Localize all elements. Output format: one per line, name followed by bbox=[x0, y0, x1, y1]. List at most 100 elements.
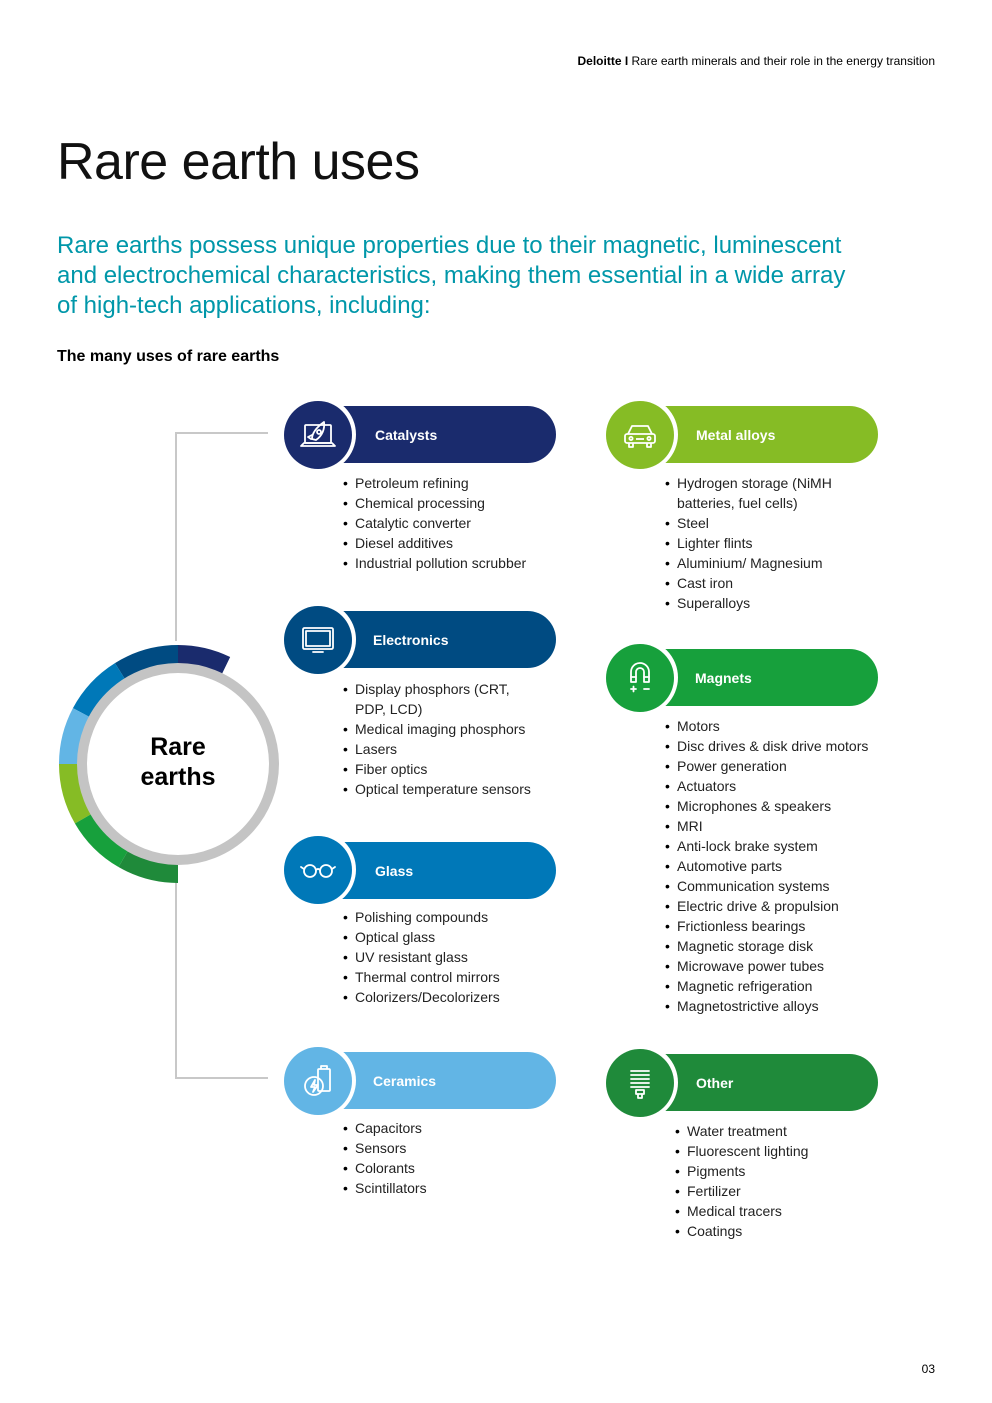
list-item: Colorants bbox=[343, 1158, 563, 1178]
list-item: Coatings bbox=[675, 1221, 895, 1241]
list-item: Catalytic converter bbox=[343, 513, 563, 533]
list-item: Microphones & speakers bbox=[665, 796, 895, 816]
page-title: Rare earth uses bbox=[57, 133, 420, 191]
list-item: MRI bbox=[665, 816, 895, 836]
category-badge-electronics bbox=[279, 601, 356, 678]
category-pill-catalysts: Catalysts bbox=[320, 406, 556, 463]
rare-earths-ring bbox=[59, 645, 279, 883]
list-item: Pigments bbox=[675, 1161, 895, 1181]
category-badge-catalysts bbox=[279, 396, 356, 473]
items-list-other: Water treatmentFluorescent lightingPigme… bbox=[675, 1121, 895, 1241]
lightbulb-icon bbox=[629, 1069, 650, 1099]
list-item: Thermal control mirrors bbox=[343, 967, 563, 987]
list-item: Steel bbox=[665, 513, 885, 533]
ring-segment-glass bbox=[72, 663, 127, 719]
list-item: Medical tracers bbox=[675, 1201, 895, 1221]
center-label: Rare earths bbox=[98, 732, 258, 792]
connector-vertical-top bbox=[175, 432, 177, 641]
list-item: Communication systems bbox=[665, 876, 895, 896]
center-label-line2: earths bbox=[140, 763, 216, 791]
ring-segment-catalysts bbox=[177, 645, 231, 677]
list-item: Cast iron bbox=[665, 573, 885, 593]
list-item: Power generation bbox=[665, 756, 895, 776]
list-item: Sensors bbox=[343, 1138, 563, 1158]
category-label-magnets: Magnets bbox=[695, 669, 752, 686]
category-pill-metal-alloys: Metal alloys bbox=[642, 406, 878, 463]
header-doc-title: Rare earth minerals and their role in th… bbox=[631, 54, 936, 68]
connector-horizontal-top bbox=[175, 432, 268, 434]
list-item: Microwave power tubes bbox=[665, 956, 895, 976]
category-label-glass: Glass bbox=[375, 862, 414, 879]
list-item: Fiber optics bbox=[343, 759, 563, 779]
list-item: Superalloys bbox=[665, 593, 885, 613]
ring-segment-metal-alloys bbox=[59, 763, 95, 824]
list-item: Electric drive & propulsion bbox=[665, 896, 895, 916]
list-item: Diesel additives bbox=[343, 533, 563, 553]
rocket-laptop-icon bbox=[299, 420, 336, 447]
items-list-electronics: Display phosphors (CRT,PDP, LCD)Medical … bbox=[343, 679, 563, 799]
category-pill-glass: Glass bbox=[320, 842, 556, 899]
list-item: UV resistant glass bbox=[343, 947, 563, 967]
list-item: Lighter flints bbox=[665, 533, 885, 553]
glasses-icon bbox=[299, 863, 336, 878]
category-label-catalysts: Catalysts bbox=[375, 426, 438, 443]
page-number: 03 bbox=[921, 1362, 935, 1376]
list-item: Automotive parts bbox=[665, 856, 895, 876]
list-item: Frictionless bearings bbox=[665, 916, 895, 936]
ring-segment-magnets bbox=[74, 812, 130, 868]
items-list-magnets: MotorsDisc drives & disk drive motorsPow… bbox=[665, 716, 895, 1016]
ring-segment-other bbox=[118, 847, 179, 883]
category-badge-ceramics bbox=[279, 1042, 356, 1119]
list-item: Motors bbox=[665, 716, 895, 736]
figure-title: The many uses of rare earths bbox=[57, 348, 280, 365]
list-item: Display phosphors (CRT,PDP, LCD) bbox=[343, 679, 563, 719]
category-label-metal-alloys: Metal alloys bbox=[696, 426, 776, 443]
list-item: Optical temperature sensors bbox=[343, 779, 563, 799]
connector-vertical-bottom bbox=[175, 880, 177, 1079]
items-list-catalysts: Petroleum refiningChemical processingCat… bbox=[343, 473, 563, 573]
car-icon bbox=[623, 424, 656, 448]
list-item: Magnetostrictive alloys bbox=[665, 996, 895, 1016]
list-item: Anti-lock brake system bbox=[665, 836, 895, 856]
list-item: Medical imaging phosphors bbox=[343, 719, 563, 739]
list-item: Fluorescent lighting bbox=[675, 1141, 895, 1161]
category-badge-magnets bbox=[601, 639, 678, 716]
intro-paragraph: Rare earths possess unique properties du… bbox=[57, 232, 846, 319]
header-brand: Deloitte I bbox=[577, 54, 629, 68]
list-item: Polishing compounds bbox=[343, 907, 563, 927]
category-pill-ceramics: Ceramics bbox=[320, 1052, 556, 1109]
running-header: Deloitte I Rare earth minerals and their… bbox=[577, 54, 935, 68]
list-item: Petroleum refining bbox=[343, 473, 563, 493]
items-list-glass: Polishing compoundsOptical glassUV resis… bbox=[343, 907, 563, 1007]
list-item: Aluminium/ Magnesium bbox=[665, 553, 885, 573]
ring-segment-electronics bbox=[114, 645, 179, 682]
list-item: Water treatment bbox=[675, 1121, 895, 1141]
center-label-line1: Rare bbox=[150, 733, 206, 761]
connector-horizontal-bottom bbox=[175, 1077, 268, 1079]
list-item: Lasers bbox=[343, 739, 563, 759]
category-label-other: Other bbox=[696, 1074, 734, 1091]
ring-segment-ceramics bbox=[59, 708, 93, 765]
list-item: Magnetic storage disk bbox=[665, 936, 895, 956]
category-pill-electronics: Electronics bbox=[320, 611, 556, 668]
list-item: Fertilizer bbox=[675, 1181, 895, 1201]
items-list-ceramics: CapacitorsSensorsColorantsScintillators bbox=[343, 1118, 563, 1198]
list-item: Optical glass bbox=[343, 927, 563, 947]
category-badge-metal-alloys bbox=[601, 396, 678, 473]
battery-bolt-icon bbox=[303, 1064, 331, 1096]
list-item: Magnetic refrigeration bbox=[665, 976, 895, 996]
category-pill-other: Other bbox=[642, 1054, 878, 1111]
magnet-icon bbox=[629, 661, 650, 692]
list-item: Colorizers/Decolorizers bbox=[343, 987, 563, 1007]
category-badge-other bbox=[601, 1044, 678, 1121]
list-item: Actuators bbox=[665, 776, 895, 796]
list-item: Scintillators bbox=[343, 1178, 563, 1198]
list-item: Chemical processing bbox=[343, 493, 563, 513]
list-item: Capacitors bbox=[343, 1118, 563, 1138]
monitor-icon bbox=[301, 626, 334, 653]
category-pill-magnets: Magnets bbox=[642, 649, 878, 706]
category-badge-glass bbox=[279, 831, 356, 908]
category-label-electronics: Electronics bbox=[373, 631, 449, 648]
